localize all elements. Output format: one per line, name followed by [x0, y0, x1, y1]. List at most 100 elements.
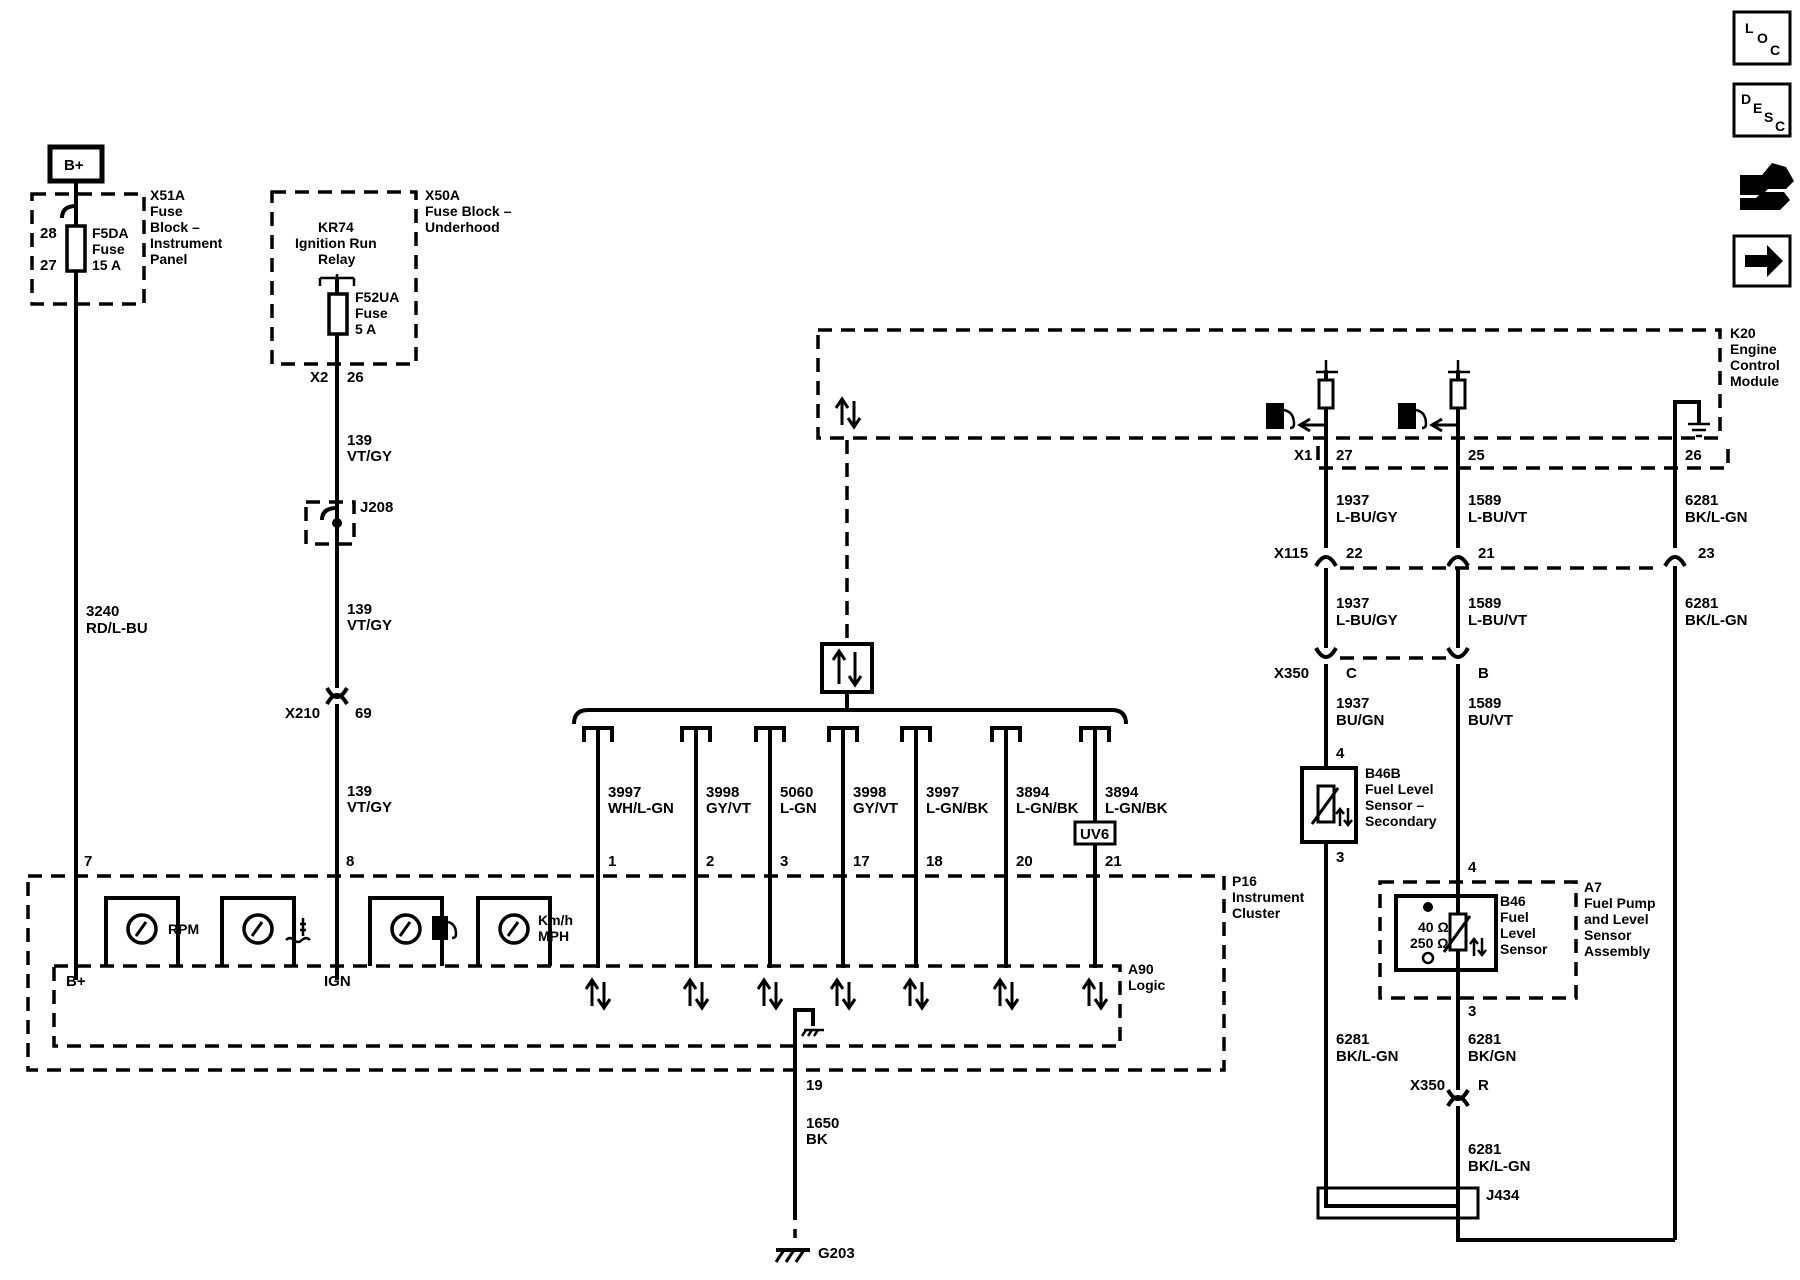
cluster-ground: [793, 1008, 824, 1220]
diagram-label: X1: [1294, 447, 1312, 464]
bus-wire-circuit: 3997: [608, 784, 641, 801]
a90-logic: [52, 964, 1122, 1048]
diagram-label: Cluster: [1232, 905, 1281, 921]
diagram-label: A90: [1128, 961, 1154, 977]
connector-view-button[interactable]: [1740, 163, 1794, 210]
f52ua-fuse: [327, 292, 349, 336]
diagram-label: 27: [1336, 447, 1353, 464]
diagram-label: VT/GY: [347, 799, 392, 816]
bus-wire-color: WH/L-GN: [608, 800, 674, 817]
arrow-right-icon: [1745, 245, 1783, 277]
diagram-label: B+: [64, 157, 84, 174]
diagram-label: BK/L-GN: [1468, 1158, 1531, 1175]
ecm-pullup-1: [1297, 360, 1338, 548]
diagram-label: Instrument: [150, 235, 223, 251]
diagram-label: X50A: [425, 187, 460, 203]
diagram-label: 3240: [86, 603, 119, 620]
fuel-gauge: [368, 896, 458, 966]
bus-wire-pin: 21: [1105, 853, 1122, 870]
diagram-label: 7: [84, 853, 92, 870]
diagram-label: 1589: [1468, 695, 1501, 712]
diagram-label: Panel: [150, 251, 187, 267]
bus-wire-color: L-GN/BK: [1105, 800, 1168, 817]
diagram-label: X115: [1274, 545, 1308, 562]
ecm-pullup-2: [1429, 360, 1470, 548]
p16-instrument-cluster: [26, 874, 1226, 1072]
diagram-label: D: [1741, 91, 1751, 107]
fuel-pump-icon: [1266, 403, 1296, 430]
diagram-label: 1937: [1336, 492, 1369, 509]
bus-arrow-icon: [992, 977, 1020, 1011]
diagram-label: KR74: [318, 219, 354, 235]
diagram-label: UV6: [1080, 826, 1109, 843]
diagram-label: BU/VT: [1468, 712, 1513, 729]
diagram-label: 139: [347, 601, 372, 618]
diagram-label: MPH: [538, 928, 569, 944]
j434-splice: [1316, 1186, 1675, 1242]
diagram-label: G203: [818, 1245, 855, 1262]
diagram-label: VT/GY: [347, 617, 392, 634]
diagram-label: 26: [347, 369, 364, 386]
diagram-label: K20: [1730, 325, 1756, 341]
x350-connector-lower: [1446, 1088, 1470, 1108]
diagram-label: 6281: [1468, 1031, 1501, 1048]
diagram-label: IGN: [324, 973, 351, 990]
diagram-label: C: [1770, 42, 1780, 58]
diagram-label: 6281: [1685, 595, 1718, 612]
fuel-pump-icon: [1398, 403, 1428, 430]
diagram-label: 23: [1698, 545, 1715, 562]
diagram-label: 1650: [806, 1115, 839, 1132]
diagram-label: L-BU/GY: [1336, 509, 1398, 526]
diagram-label: J208: [360, 499, 393, 516]
bus-arrow-icon: [756, 977, 784, 1011]
bus-wire-pin: 17: [853, 853, 870, 870]
bus-arrow-icon: [584, 977, 612, 1011]
bus-wire-color: GY/VT: [706, 800, 751, 817]
diagram-label: Instrument: [1232, 889, 1305, 905]
ground-icon: [800, 1028, 824, 1037]
diagram-label: 21: [1478, 545, 1495, 562]
diagram-label: B: [1478, 665, 1489, 682]
diagram-label: Assembly: [1584, 943, 1650, 959]
diagram-label: 27: [40, 257, 57, 274]
diagram-label: BK: [806, 1131, 828, 1148]
diagram-label: Module: [1730, 373, 1779, 389]
diagram-label: 4: [1336, 745, 1345, 762]
diagram-label: BK/L-GN: [1685, 509, 1748, 526]
diagram-label: B+: [66, 973, 86, 990]
loc-button[interactable]: L O C: [1732, 10, 1792, 66]
diagram-label: Secondary: [1365, 813, 1437, 829]
diagram-label: B46: [1500, 893, 1526, 909]
x115-connector: [1314, 555, 1687, 570]
diagram-label: 25: [1468, 447, 1485, 464]
diagram-label: L-BU/VT: [1468, 612, 1527, 629]
diagram-label: 3: [1336, 849, 1344, 866]
diagram-label: Control: [1730, 357, 1780, 373]
next-button[interactable]: [1732, 234, 1792, 288]
diagram-label: 19: [806, 1077, 823, 1094]
diagram-label: C: [1346, 665, 1357, 682]
bus-wire-color: GY/VT: [853, 800, 898, 817]
diagram-label: Fuse: [355, 305, 388, 321]
diagram-label: F52UA: [355, 289, 399, 305]
desc-button[interactable]: D E S C: [1732, 82, 1792, 138]
x350-connector-upper: [1314, 646, 1470, 660]
diagram-label: P16: [1232, 873, 1257, 889]
diagram-label: BK/L-GN: [1685, 612, 1748, 629]
diagram-label: 40 Ω: [1418, 919, 1449, 935]
x50a-fuse-block: [270, 190, 418, 366]
x51a-fuse-block: [30, 192, 146, 306]
bus-wire-circuit: 3998: [853, 784, 886, 801]
diagram-label: 4: [1468, 859, 1477, 876]
diagram-label: C: [1775, 118, 1785, 134]
diagram-label: 22: [1346, 545, 1363, 562]
a7-fuel-pump-assembly: [1378, 880, 1578, 1000]
diagram-label: L-BU/VT: [1468, 509, 1527, 526]
g203-ground-icon: [774, 1248, 810, 1263]
diagram-label: Logic: [1128, 977, 1166, 993]
diagram-label: Fuel Pump: [1584, 895, 1656, 911]
j208-splice: [304, 500, 356, 546]
